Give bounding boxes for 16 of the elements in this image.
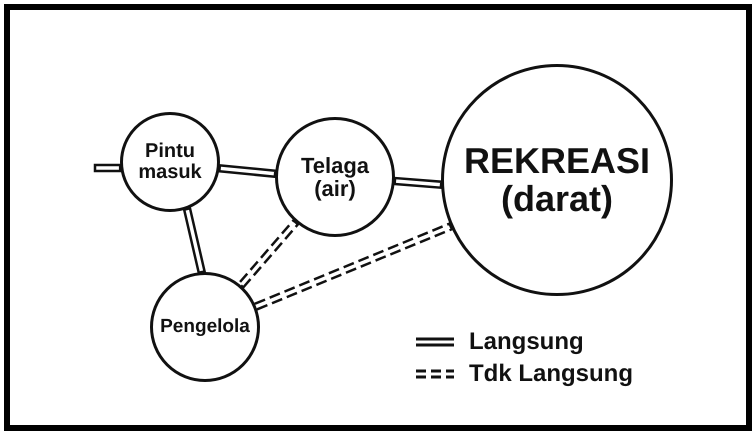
circle-node: [275, 117, 395, 237]
double-line: [393, 176, 443, 190]
double-line: [182, 206, 206, 274]
circle-node: [441, 64, 673, 296]
double-line: [94, 164, 122, 172]
double-line: [218, 164, 277, 178]
dashed-double-line: [253, 222, 454, 311]
dashed-double-line: [237, 218, 300, 290]
node-label: REKREASI (darat): [462, 142, 652, 218]
node-label: Telaga (air): [300, 154, 370, 200]
node-label: Pengelola: [159, 317, 251, 337]
legend-label: Langsung: [469, 328, 584, 356]
circle-node: [120, 112, 220, 212]
circle-node: [150, 272, 260, 382]
node-label: Pintu masuk: [137, 141, 203, 183]
legend-label: Tdk Langsung: [469, 360, 633, 388]
